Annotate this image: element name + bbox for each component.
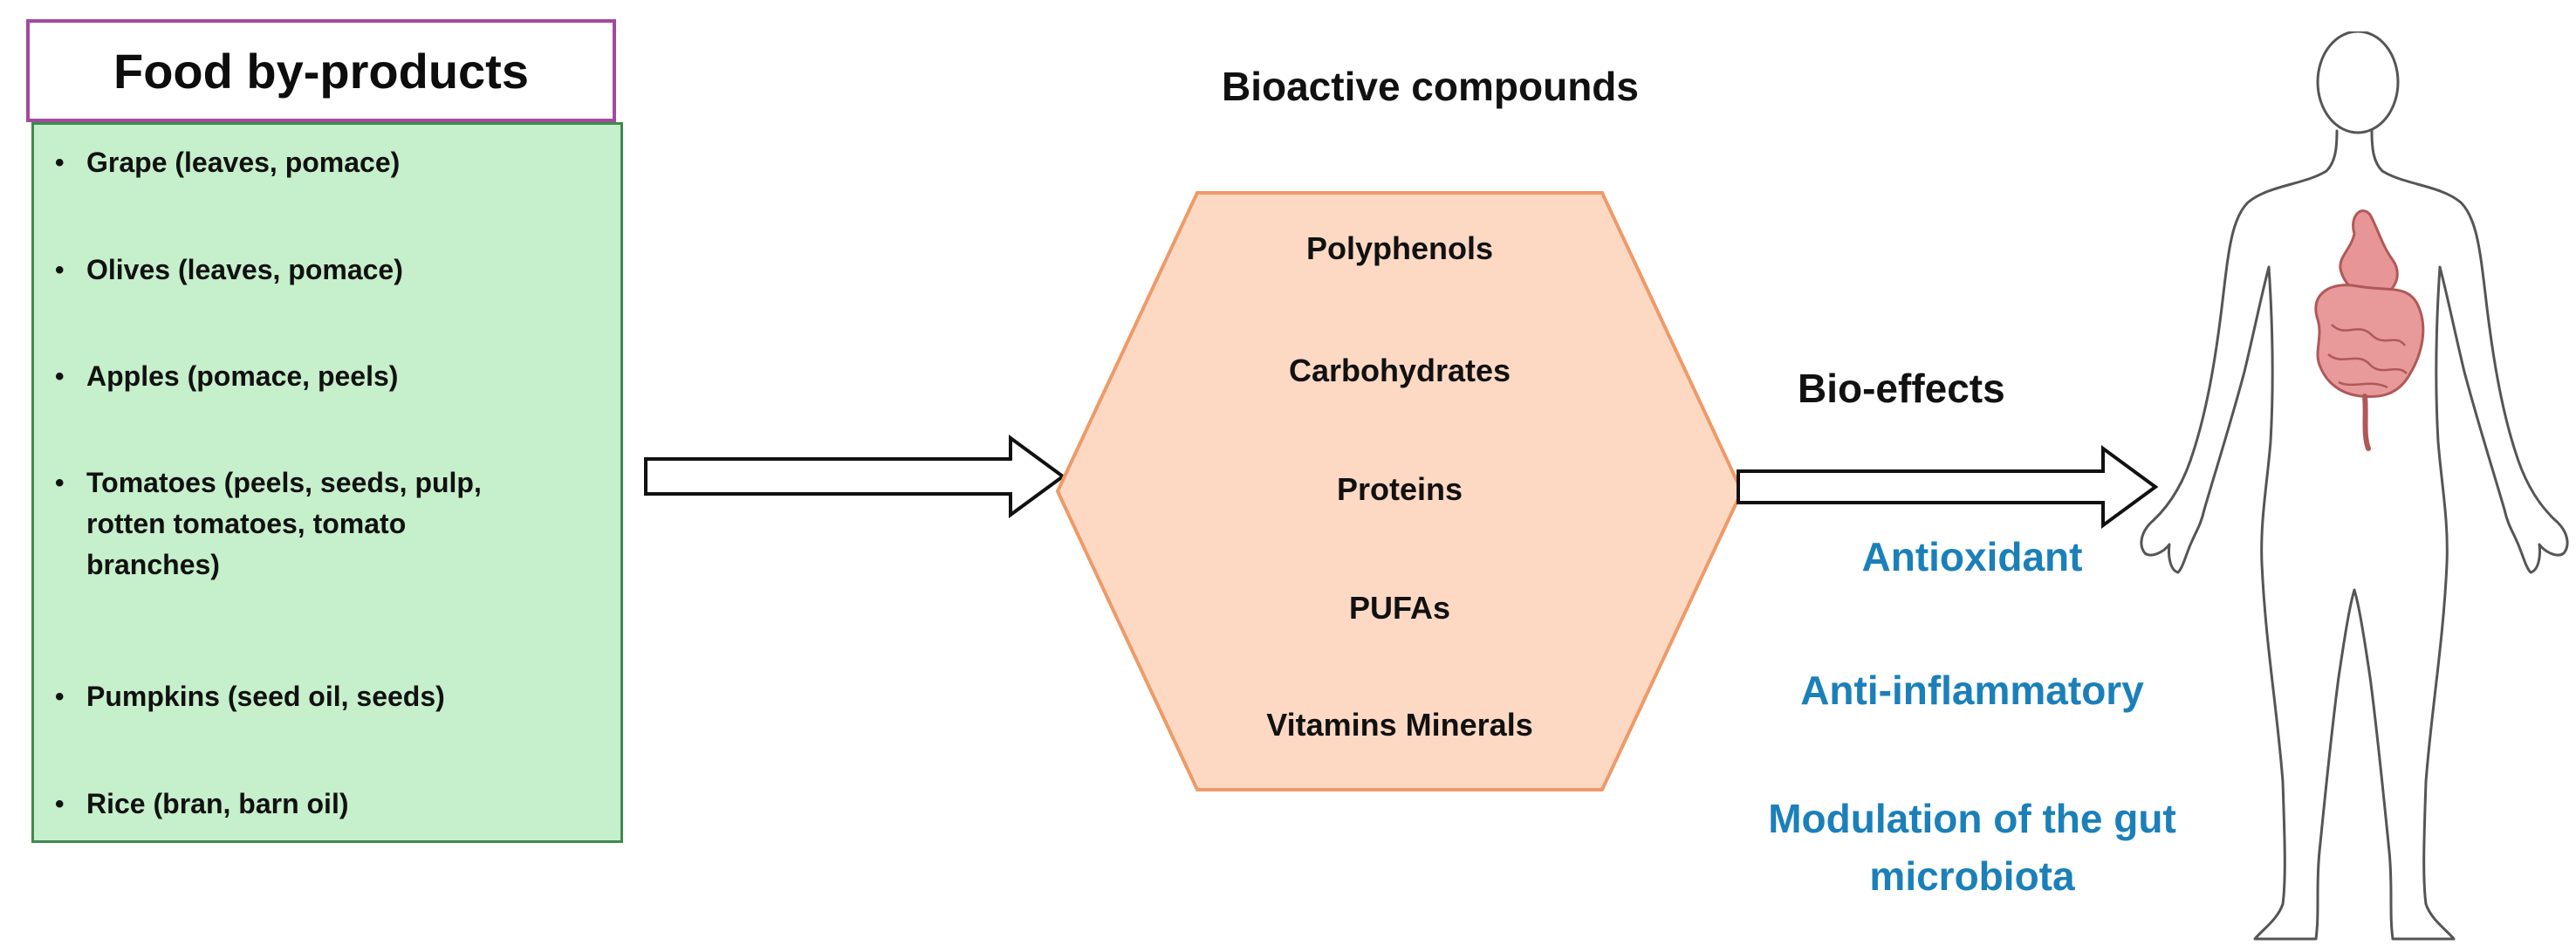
list-item: • Rice (bran, barn oil) bbox=[55, 784, 601, 825]
hollow-right-arrow-icon bbox=[1737, 445, 2159, 529]
effect-antioxidant: Antioxidant bbox=[1861, 534, 2083, 579]
bullet-icon: • bbox=[55, 790, 65, 818]
list-item: • Apples (pomace, peels) bbox=[55, 356, 601, 397]
compound-label: Polyphenols bbox=[1305, 230, 1494, 266]
list-item: • Tomatoes (peels, seeds, pulp, rotten t… bbox=[55, 462, 540, 586]
compound-label: Proteins bbox=[1336, 471, 1463, 507]
hexagon-shape bbox=[1055, 191, 1744, 791]
stomach-intestines-icon bbox=[2314, 209, 2425, 451]
list-item: • Grape (leaves, pomace) bbox=[55, 142, 601, 183]
compound-label: Carbohydrates bbox=[1288, 353, 1511, 388]
compound-label: Vitamins Minerals bbox=[1266, 707, 1533, 743]
list-item-text: Rice (bran, barn oil) bbox=[86, 788, 349, 819]
bioactive-compounds-hexagon: Polyphenols Carbohydrates Proteins PUFAs… bbox=[1054, 190, 1745, 792]
bullet-icon: • bbox=[55, 362, 65, 391]
bio-effects-heading: Bio-effects bbox=[1798, 366, 2005, 411]
bullet-icon: • bbox=[55, 148, 65, 177]
list-item-text: Grape (leaves, pomace) bbox=[86, 147, 401, 178]
list-item: • Pumpkins (seed oil, seeds) bbox=[55, 676, 601, 717]
list-item: • Olives (leaves, pomace) bbox=[55, 250, 601, 291]
human-body-outline-icon bbox=[2129, 30, 2576, 948]
effect-gut-microbiota: Modulation of the gut microbiota bbox=[1768, 796, 2176, 899]
list-item-text: Pumpkins (seed oil, seeds) bbox=[86, 681, 445, 712]
food-byproducts-title: Food by-products bbox=[26, 19, 616, 122]
bullet-icon: • bbox=[55, 469, 65, 497]
bullet-icon: • bbox=[55, 682, 65, 711]
compound-label: PUFAs bbox=[1348, 590, 1451, 626]
food-byproducts-panel: • Grape (leaves, pomace) • Olives (leave… bbox=[31, 122, 623, 843]
bioactive-compounds-heading: Bioactive compounds bbox=[1222, 64, 1639, 109]
hollow-right-arrow-icon bbox=[644, 435, 1066, 518]
list-item-text: Tomatoes (peels, seeds, pulp, rotten tom… bbox=[86, 467, 482, 580]
effect-anti-inflammatory: Anti-inflammatory bbox=[1800, 668, 2144, 713]
list-item-text: Olives (leaves, pomace) bbox=[86, 254, 403, 285]
list-item-text: Apples (pomace, peels) bbox=[86, 360, 399, 392]
bullet-icon: • bbox=[55, 256, 65, 284]
